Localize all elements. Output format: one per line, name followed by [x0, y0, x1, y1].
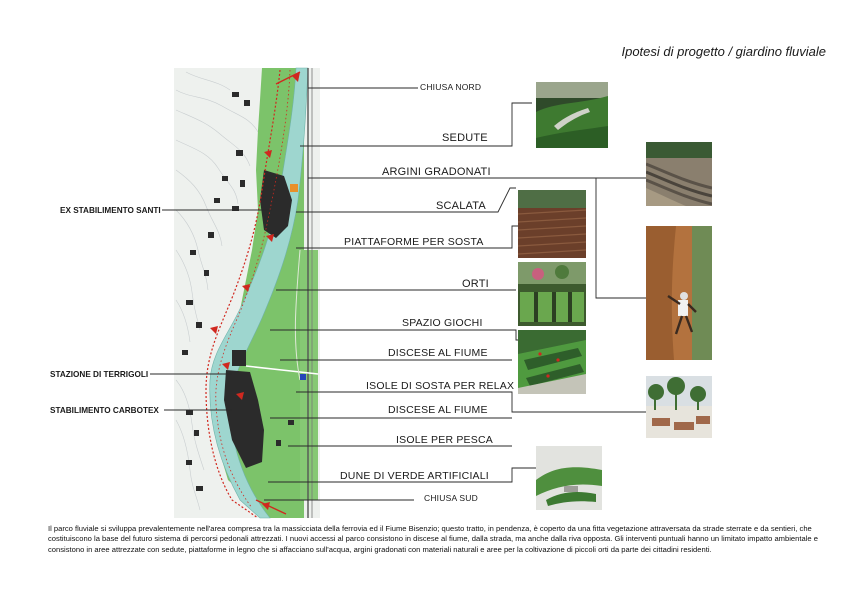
label-scalata: SCALATA: [436, 200, 486, 212]
label-ex-stabilimento-santi: EX STABILIMENTO SANTI: [60, 206, 161, 215]
label-spazio-giochi: SPAZIO GIOCHI: [402, 317, 483, 329]
label-isole-di-sosta-per-relax: ISOLE DI SOSTA PER RELAX: [366, 380, 515, 392]
orange-marker: [290, 184, 298, 192]
park-path-2: [294, 249, 301, 381]
contour-lines: [175, 71, 259, 511]
page-title: Ipotesi di progetto / giardino fluviale: [621, 44, 826, 59]
buildings: [182, 92, 294, 491]
photo-orti: [518, 262, 586, 326]
chiusa-sud-weir: [255, 499, 287, 515]
label-sedute: SEDUTE: [442, 132, 488, 144]
carbotex-building: [224, 370, 264, 468]
label-argini-gradonati: ARGINI GRADONATI: [382, 166, 491, 178]
photo-argini-gradonati: [646, 142, 712, 206]
label-isole-per-pesca: ISOLE PER PESCA: [396, 434, 493, 446]
leader-lines: [264, 87, 646, 501]
photo-dune-di-verde: [536, 446, 602, 510]
pedestrian-route: [205, 69, 281, 519]
label-chiusa-sud: CHIUSA SUD: [424, 493, 478, 503]
park-path: [245, 365, 319, 375]
label-chiusa-nord: CHIUSA NORD: [420, 82, 482, 92]
label-orti: ORTI: [462, 278, 489, 290]
description-caption: Il parco fluviale si sviluppa prevalente…: [48, 524, 818, 554]
left-leader-lines: [150, 209, 272, 411]
chiusa-nord-weir: [275, 71, 301, 85]
label-discese-al-fiume-2: DISCESE AL FIUME: [388, 404, 488, 416]
photo-scalata-climbing-wall: [646, 226, 712, 360]
label-stabilimento-carbotex: STABILIMENTO CARBOTEX: [50, 406, 159, 415]
label-dune-di-verde-artificiali: DUNE DI VERDE ARTIFICIALI: [340, 470, 489, 482]
label-discese-al-fiume-1: DISCESE AL FIUME: [388, 347, 488, 359]
photo-sedute: [536, 82, 608, 148]
stazione-building: [232, 350, 246, 366]
photo-spazio-giochi: [518, 330, 586, 394]
blue-marker: [300, 374, 306, 380]
label-stazione-di-terrigoli: STAZIONE DI TERRIGOLI: [50, 370, 149, 379]
label-piattaforme-per-sosta: PIATTAFORME PER SOSTA: [344, 236, 484, 248]
park-area-lower: [300, 250, 318, 500]
photo-scalata-platform: [518, 190, 586, 258]
photo-isole-di-sosta: [646, 376, 712, 438]
